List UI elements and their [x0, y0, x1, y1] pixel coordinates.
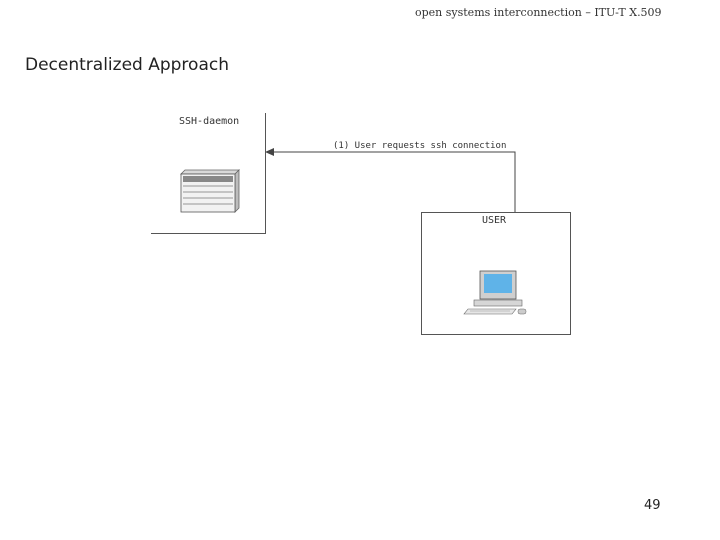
user-node: USER — [421, 212, 571, 335]
edge-label: (1) User requests ssh connection — [333, 141, 507, 151]
workstation-icon — [463, 270, 527, 315]
header-note: open systems interconnection – ITU-T X.5… — [415, 6, 662, 19]
slide-title: Decentralized Approach — [25, 55, 229, 75]
server-node: SSH-daemon — [151, 113, 266, 234]
server-node-label: SSH-daemon — [179, 116, 240, 127]
server-icon — [180, 169, 240, 213]
user-node-label: USER — [482, 215, 507, 226]
page-number: 49 — [644, 498, 661, 513]
